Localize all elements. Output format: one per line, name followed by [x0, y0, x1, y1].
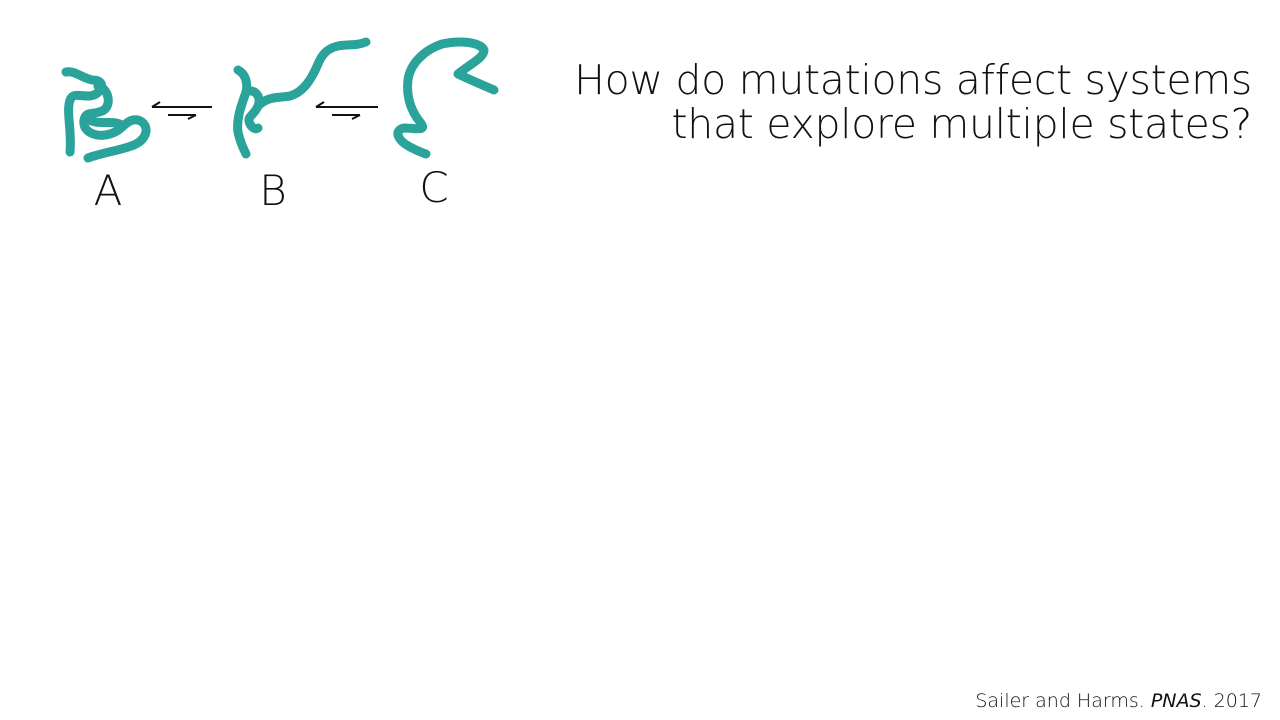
- conformational-equilibrium-diagram: A B C: [0, 0, 560, 230]
- title-line-1: How do mutations affect systems: [574, 56, 1252, 104]
- state-c-chain: [393, 37, 499, 159]
- state-b-chain: [233, 37, 371, 159]
- diagram-svg: A B C: [61, 37, 499, 215]
- citation-journal: PNAS: [1150, 690, 1202, 712]
- equilibrium-arrow-b-c: [315, 101, 378, 120]
- citation: Sailer and Harms. PNAS. 2017: [975, 690, 1262, 712]
- citation-authors: Sailer and Harms.: [975, 690, 1151, 712]
- citation-year: . 2017: [1201, 690, 1262, 712]
- state-c-label: C: [419, 163, 448, 212]
- state-a-chain: [61, 67, 151, 163]
- equilibrium-arrow-a-b: [151, 101, 212, 120]
- title-line-2: that explore multiple states?: [671, 100, 1252, 148]
- state-b-label: B: [259, 166, 287, 215]
- state-a-label: A: [94, 166, 123, 215]
- slide-title: How do mutations affect systems that exp…: [492, 58, 1252, 146]
